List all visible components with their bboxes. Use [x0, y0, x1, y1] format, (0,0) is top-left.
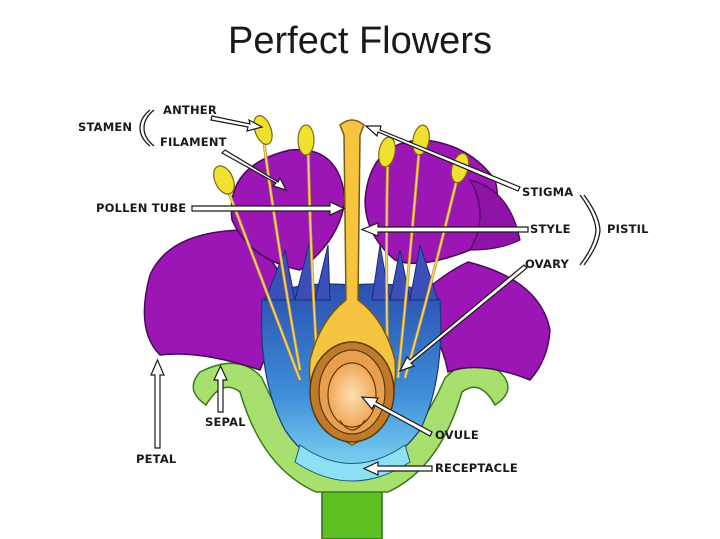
receptacle — [294, 444, 411, 482]
pointer-arrows — [150, 115, 529, 476]
ovule-detail — [339, 419, 366, 431]
pistil-bracket-inner — [583, 194, 601, 266]
label-receptacle: RECEPTACLE — [435, 461, 518, 475]
page-title: Perfect Flowers — [228, 20, 492, 62]
label-filament: FILAMENT — [160, 135, 227, 149]
label-stamen: STAMEN — [78, 120, 132, 134]
anthers — [213, 115, 470, 195]
stamen-bracket-inner — [143, 109, 155, 147]
inner-spikes-right — [371, 244, 439, 301]
label-sepal: SEPAL — [205, 415, 246, 429]
stamen-bracket — [139, 109, 151, 147]
pistil-bracket — [579, 194, 597, 266]
label-style: STYLE — [530, 222, 571, 236]
ovule — [327, 362, 377, 428]
label-ovary: OVARY — [525, 257, 570, 271]
label-pistil: PISTIL — [607, 222, 649, 236]
label-ovule: OVULE — [435, 428, 479, 442]
label-petal: PETAL — [136, 452, 177, 466]
label-anther: ANTHER — [163, 103, 217, 117]
label-stigma: STIGMA — [522, 185, 573, 199]
label-pollen-tube: POLLEN TUBE — [96, 201, 186, 215]
